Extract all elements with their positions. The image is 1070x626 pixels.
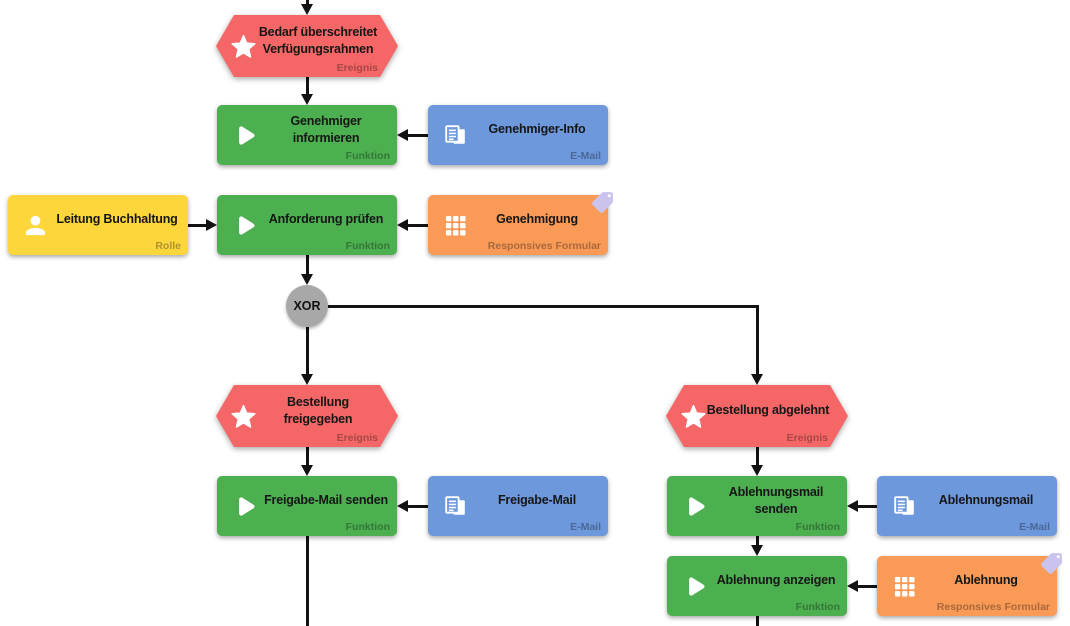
star-icon bbox=[228, 401, 258, 431]
document-icon bbox=[440, 120, 470, 150]
email-genehmiger-info[interactable]: Genehmiger-Info E-Mail bbox=[428, 105, 608, 165]
tag-icon bbox=[590, 190, 615, 215]
node-type-label: Funktion bbox=[795, 601, 840, 613]
document-icon bbox=[889, 491, 919, 521]
play-icon bbox=[679, 491, 709, 521]
node-title: Ablehnungsmail bbox=[938, 493, 1034, 508]
event-bestellung-freigegeben[interactable]: Bestellung freigegeben Ereignis bbox=[216, 385, 398, 447]
node-title: Freigabe-Mail bbox=[498, 493, 576, 508]
arrowhead-down bbox=[751, 545, 763, 556]
arrowhead-down bbox=[301, 94, 313, 105]
email-ablehnungsmail[interactable]: Ablehnungsmail E-Mail bbox=[877, 476, 1057, 536]
node-type-label: Funktion bbox=[345, 150, 390, 162]
node-title: Ablehnung anzeigen bbox=[716, 573, 836, 588]
connector-line bbox=[407, 134, 428, 137]
connector-line bbox=[328, 305, 758, 308]
email-freigabe-mail[interactable]: Freigabe-Mail E-Mail bbox=[428, 476, 608, 536]
document-icon bbox=[440, 491, 470, 521]
grid-icon bbox=[440, 210, 470, 240]
connector-line bbox=[306, 447, 309, 465]
node-title: Bedarf überschreitet Verfügungsrahmen bbox=[258, 25, 378, 56]
arrowhead-down bbox=[751, 374, 763, 385]
node-type-label: Ereignis bbox=[336, 62, 378, 74]
function-anforderung-pruefen[interactable]: Anforderung prüfen Funktion bbox=[217, 195, 397, 255]
node-type-label: Responsives Formular bbox=[487, 240, 601, 252]
node-title: Anforderung prüfen bbox=[268, 212, 384, 227]
node-title: Genehmigung bbox=[496, 212, 578, 227]
play-icon bbox=[229, 491, 259, 521]
node-type-label: Ereignis bbox=[786, 432, 828, 444]
node-title: Ablehnungsmail senden bbox=[728, 485, 824, 516]
connector-line bbox=[857, 585, 878, 588]
play-icon bbox=[679, 571, 709, 601]
arrowhead-right bbox=[206, 219, 217, 231]
function-ablehnung-anzeigen[interactable]: Ablehnung anzeigen Funktion bbox=[667, 556, 847, 616]
play-icon bbox=[229, 210, 259, 240]
connector-line bbox=[306, 536, 309, 626]
function-freigabe-mail-senden[interactable]: Freigabe-Mail senden Funktion bbox=[217, 476, 397, 536]
node-type-label: Funktion bbox=[345, 240, 390, 252]
node-type-label: E-Mail bbox=[570, 521, 601, 533]
node-type-label: Funktion bbox=[345, 521, 390, 533]
arrowhead-left bbox=[847, 500, 858, 512]
connector-line bbox=[407, 505, 428, 508]
node-title: Ablehnung bbox=[954, 573, 1018, 588]
connector-line bbox=[857, 505, 878, 508]
node-type-label: E-Mail bbox=[1019, 521, 1050, 533]
arrowhead-down bbox=[751, 465, 763, 476]
function-ablehnungsmail-senden[interactable]: Ablehnungsmail senden Funktion bbox=[667, 476, 847, 536]
form-genehmigung[interactable]: Genehmigung Responsives Formular bbox=[428, 192, 613, 255]
event-bedarf-ueberschreitet[interactable]: Bedarf überschreitet Verfügungsrahmen Er… bbox=[216, 15, 398, 77]
connector-line bbox=[756, 447, 759, 465]
function-genehmiger-informieren[interactable]: Genehmiger informieren Funktion bbox=[217, 105, 397, 165]
connector-line bbox=[306, 0, 309, 5]
node-title: Freigabe-Mail senden bbox=[264, 493, 388, 508]
gateway-label: XOR bbox=[293, 299, 321, 313]
role-leitung-buchhaltung[interactable]: Leitung Buchhaltung Rolle bbox=[8, 195, 188, 255]
connector-line bbox=[306, 77, 309, 95]
node-title: Bestellung abgelehnt bbox=[706, 403, 830, 418]
connector-line bbox=[407, 224, 428, 227]
node-title: Genehmiger-Info bbox=[488, 122, 586, 137]
connector-line bbox=[188, 224, 207, 227]
node-type-label: E-Mail bbox=[570, 150, 601, 162]
node-title: Bestellung freigegeben bbox=[283, 395, 353, 426]
arrowhead-left bbox=[397, 500, 408, 512]
arrowhead-left bbox=[847, 580, 858, 592]
grid-icon bbox=[889, 571, 919, 601]
connector-line bbox=[756, 536, 759, 546]
arrowhead-down bbox=[301, 465, 313, 476]
arrowhead-left bbox=[397, 129, 408, 141]
node-type-label: Funktion bbox=[795, 521, 840, 533]
person-icon bbox=[20, 210, 50, 240]
arrowhead-down bbox=[301, 274, 313, 285]
event-bestellung-abgelehnt[interactable]: Bestellung abgelehnt Ereignis bbox=[666, 385, 848, 447]
arrowhead-down bbox=[301, 374, 313, 385]
connector-line bbox=[306, 255, 309, 275]
connector-line bbox=[756, 305, 759, 375]
arrowhead-down bbox=[301, 4, 313, 15]
node-type-label: Responsives Formular bbox=[936, 601, 1050, 613]
form-ablehnung[interactable]: Ablehnung Responsives Formular bbox=[877, 553, 1062, 616]
node-title: Leitung Buchhaltung bbox=[56, 212, 178, 227]
tag-icon bbox=[1039, 551, 1064, 576]
star-icon bbox=[228, 31, 258, 61]
connector-line bbox=[756, 616, 759, 626]
node-type-label: Ereignis bbox=[336, 432, 378, 444]
xor-gateway[interactable]: XOR bbox=[286, 285, 328, 327]
play-icon bbox=[229, 120, 259, 150]
node-type-label: Rolle bbox=[155, 240, 181, 252]
node-title: Genehmiger informieren bbox=[290, 114, 362, 145]
connector-line bbox=[306, 327, 309, 375]
star-icon bbox=[678, 401, 708, 431]
arrowhead-left bbox=[397, 219, 408, 231]
